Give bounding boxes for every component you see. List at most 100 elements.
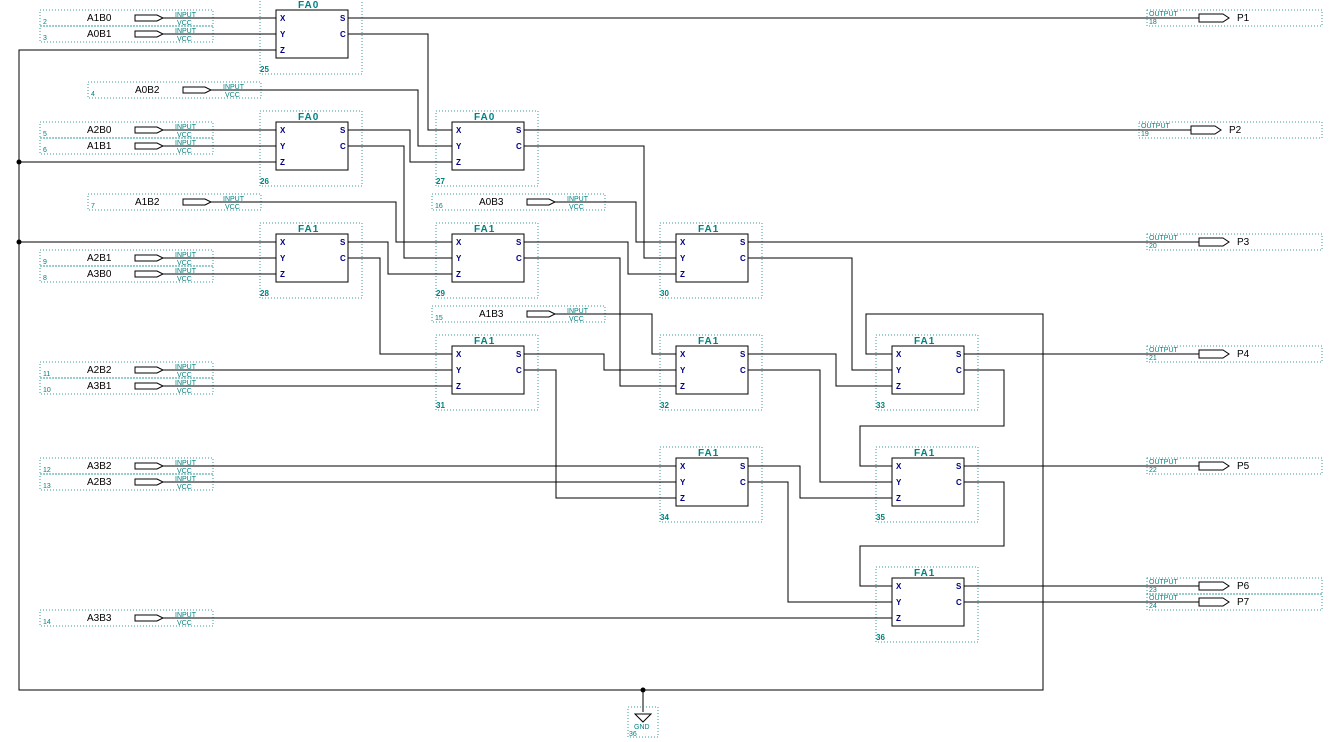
pin-name: P6	[1237, 581, 1250, 592]
port-c: C	[340, 254, 346, 263]
port-y: Y	[280, 142, 286, 151]
pin-number: 13	[43, 483, 51, 490]
block-type-label: FA1	[698, 336, 719, 347]
block-body	[675, 233, 749, 283]
pin-kind-label: INPUT	[175, 252, 197, 259]
port-c: C	[740, 254, 746, 263]
port-x: X	[280, 126, 286, 135]
block-body	[451, 345, 525, 395]
pin-number: 2	[43, 19, 47, 26]
block-body	[675, 457, 749, 507]
port-y: Y	[456, 142, 462, 151]
block-body	[451, 121, 525, 171]
pin-kind-label: OUTPUT	[1149, 595, 1179, 602]
pin-number: 22	[1149, 467, 1157, 474]
block-body	[275, 121, 349, 171]
pin-name: A3B1	[87, 381, 112, 392]
block-type-label: FA0	[298, 112, 319, 123]
pin-kind-label: OUTPUT	[1149, 579, 1179, 586]
pin-kind-label: OUTPUT	[1149, 347, 1179, 354]
port-s: S	[340, 126, 346, 135]
input-pin-symbol	[134, 126, 165, 134]
input-pin-symbol	[134, 366, 165, 374]
block-body	[675, 345, 749, 395]
pin-name: A0B1	[87, 29, 112, 40]
pin-kind-label: OUTPUT	[1149, 11, 1179, 18]
pin-kind-label: INPUT	[175, 268, 197, 275]
wire-24	[348, 145, 452, 259]
pin-number: 5	[43, 131, 47, 138]
pin-name: P2	[1229, 125, 1242, 136]
output-pin-symbol	[1198, 237, 1230, 247]
pin-kind-label: INPUT	[175, 612, 197, 619]
pin-number: 19	[1141, 131, 1149, 138]
wire-2	[211, 89, 452, 147]
block-id: 35	[876, 513, 885, 522]
input-pin-symbol	[134, 462, 165, 470]
port-z: Z	[456, 382, 461, 391]
pin-kind-label: INPUT	[175, 364, 197, 371]
input-pin-symbol	[134, 142, 165, 150]
pin-kind-label: OUTPUT	[1149, 459, 1179, 466]
block-type-label: FA1	[298, 224, 319, 235]
port-z: Z	[280, 46, 285, 55]
block-type-label: FA1	[914, 448, 935, 459]
pin-kind-label: INPUT	[175, 380, 197, 387]
pin-name: P7	[1237, 597, 1250, 608]
input-pin-symbol	[182, 198, 213, 206]
output-pin-symbol	[1198, 349, 1230, 359]
wire-8	[555, 201, 676, 243]
wire-33	[748, 353, 892, 387]
input-pin-symbol	[134, 382, 165, 390]
pin-source-label: VCC	[177, 148, 192, 155]
pin-name: P1	[1237, 13, 1250, 24]
port-s: S	[740, 462, 746, 471]
wire-9	[555, 313, 676, 355]
pin-name: A2B3	[87, 477, 112, 488]
port-y: Y	[456, 254, 462, 263]
pin-number: 20	[1149, 243, 1157, 250]
pin-number: 8	[43, 275, 47, 282]
wire-38	[859, 481, 1005, 587]
port-s: S	[740, 350, 746, 359]
block-id: 31	[436, 401, 445, 410]
pin-kind-label: OUTPUT	[1141, 123, 1171, 130]
port-z: Z	[896, 494, 901, 503]
port-z: Z	[456, 158, 461, 167]
output-pin-symbol	[1198, 13, 1230, 23]
port-x: X	[456, 238, 462, 247]
pin-kind-label: INPUT	[223, 196, 245, 203]
pin-name: A3B2	[87, 461, 112, 472]
pin-name: P5	[1237, 461, 1250, 472]
pin-kind-label: INPUT	[175, 140, 197, 147]
port-z: Z	[456, 270, 461, 279]
pin-name: A1B1	[87, 141, 112, 152]
block-id: 27	[436, 177, 445, 186]
pin-name: A3B0	[87, 269, 112, 280]
port-c: C	[956, 478, 962, 487]
port-s: S	[740, 238, 746, 247]
port-z: Z	[280, 270, 285, 279]
